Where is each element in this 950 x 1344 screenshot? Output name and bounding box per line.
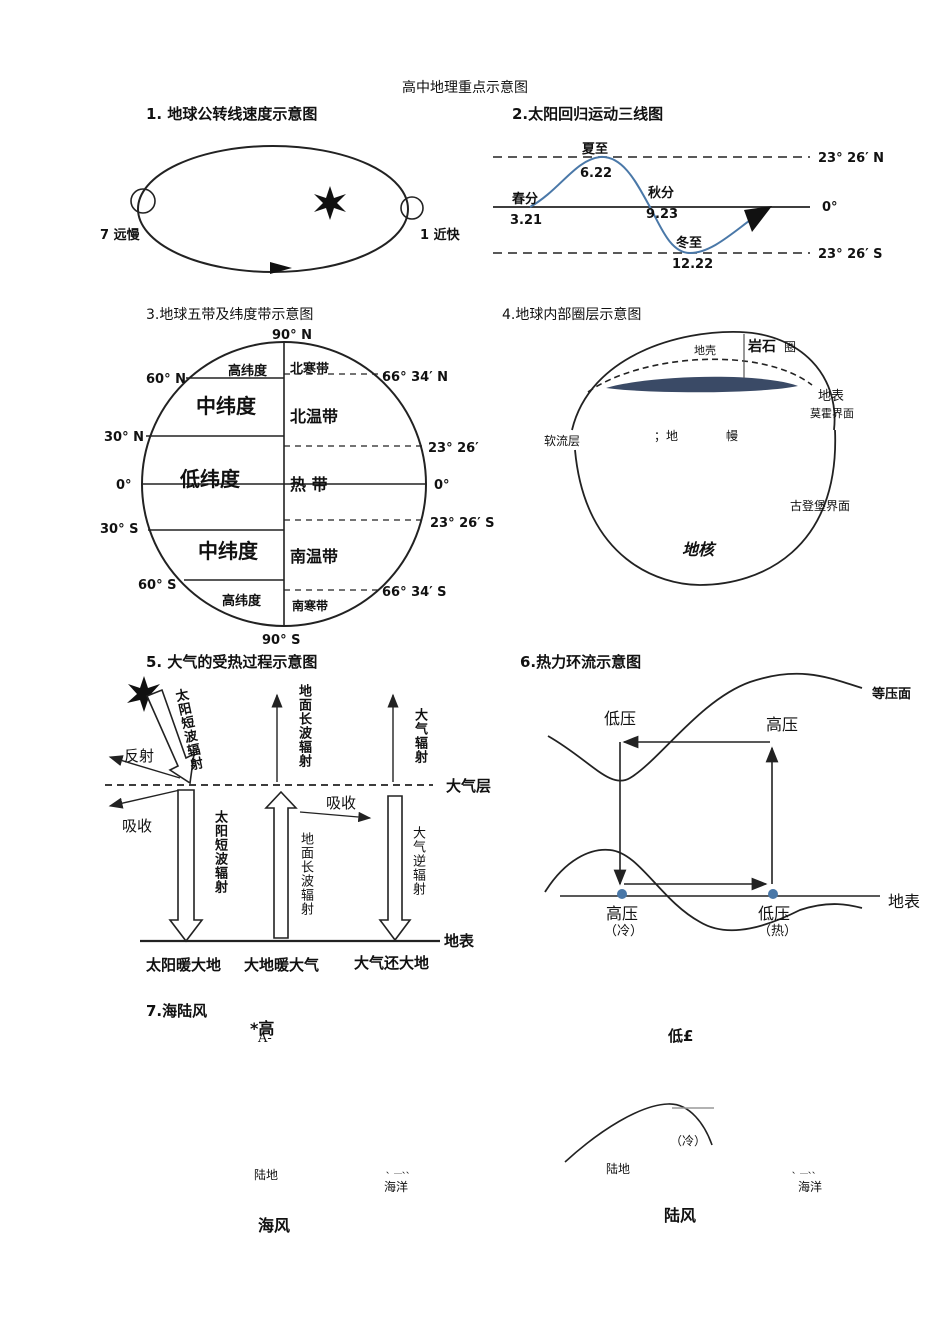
heating-diagram: [105, 676, 440, 943]
hot-label: （热）: [758, 924, 798, 939]
land-label-2: 陆地: [606, 1162, 631, 1176]
d2-heading: 2.太阳回归运动三线图: [512, 105, 664, 123]
tropic-s-label: 23° 26′ S: [818, 247, 883, 262]
reflect-label: 反射: [124, 747, 155, 765]
equator-label: 0°: [822, 200, 838, 215]
high-lat-n: 高纬度: [228, 364, 268, 379]
circulation-diagram: [544, 672, 880, 932]
spring-label: 春分: [512, 192, 539, 207]
lithosphere-label: 岩石: [748, 339, 776, 355]
mid-lat-n: 中纬度: [196, 394, 256, 418]
lat-0-right: 0°: [434, 478, 450, 493]
isobar-label: 等压面: [872, 687, 912, 702]
breeze-high-label: *高: [250, 1019, 275, 1038]
page-title: 高中地理重点示意图: [402, 80, 528, 96]
lat-0-left: 0°: [116, 478, 132, 493]
high-lat-s: 高纬度: [222, 594, 262, 609]
d3-heading: 3.地球五带及纬度带示意图: [146, 307, 314, 323]
orbit-arrow: [270, 262, 292, 274]
sea-label-1: 海洋: [384, 1180, 409, 1194]
lat-30s: 30° S: [100, 522, 139, 537]
autumn-label: 秋分: [648, 186, 675, 201]
arctic-circle: 66° 34′ N: [382, 370, 449, 385]
summer-label: 夏至: [582, 142, 609, 157]
lithosphere-label-2: 圈: [784, 340, 797, 354]
land-label-1: 陆地: [254, 1168, 279, 1182]
high-pressure-top: 高压: [766, 715, 799, 734]
south-temperate-zone: 南温带: [290, 547, 339, 566]
caption-sun-warms-ground: 太阳暖大地: [146, 956, 222, 974]
s-pole: 90° S: [262, 633, 301, 648]
sea-breeze-label: 海风: [258, 1216, 291, 1235]
tropic-capricorn: 23° 26′ S: [430, 516, 495, 531]
low-pressure-bottom: 低压: [758, 904, 791, 923]
n-pole: 90° N: [272, 328, 312, 343]
surface-label: 地表: [818, 389, 845, 404]
land-breeze-label: 陆风: [664, 1206, 697, 1225]
lat-60n: 60° N: [146, 372, 186, 387]
ground-longwave-label: 地面长波辐射: [298, 832, 313, 916]
tropic-cancer: 23° 26′: [428, 441, 479, 456]
mid-lat-s: 中纬度: [198, 539, 258, 563]
interior-diagram: [571, 331, 836, 586]
far-label: 7 远慢: [100, 228, 140, 243]
torrid-zone: 热 带: [290, 475, 328, 494]
summer-date: 6.22: [580, 166, 613, 181]
south-frigid-zone: 南寒带: [292, 599, 329, 613]
zones-diagram: [141, 341, 427, 627]
autumn-date: 9.23: [646, 207, 679, 222]
d4-heading: 4.地球内部圈层示意图: [502, 307, 642, 323]
caption-ground-warms-air: 大地暖大气: [244, 956, 320, 974]
antarctic-circle: 66° 34′ S: [382, 585, 447, 600]
solar-migration-diagram: [493, 155, 810, 255]
winter-date: 12.22: [672, 257, 714, 272]
ground-longwave-label-top: 地面长波辐射: [296, 684, 311, 768]
low-pressure-top: 低压: [604, 709, 637, 728]
absorb-label-1: 吸收: [122, 817, 153, 835]
near-label: 1 近快: [420, 228, 460, 243]
lat-60s: 60° S: [138, 578, 177, 593]
atmospheric-radiation-label: 大气辐射: [412, 708, 427, 764]
mantle-label-1: ；地: [654, 429, 679, 443]
sun-icon: [314, 186, 346, 220]
d6-heading: 6.热力环流示意图: [520, 653, 642, 671]
breeze-diagram: [564, 1103, 714, 1163]
gutenberg-label: 古登堡界面: [790, 499, 851, 513]
high-pressure-bottom: 高压: [606, 904, 639, 923]
breeze-mark-label: A-: [258, 1031, 272, 1046]
lat-30n: 30° N: [104, 430, 144, 445]
tropic-n-label: 23° 26′ N: [818, 151, 885, 166]
north-temperate-zone: 北温带: [290, 407, 339, 426]
solar-radiation-label-2: 太阳短波辐射: [212, 810, 227, 894]
d7-heading: 7.海陆风: [146, 1002, 208, 1020]
d5-heading: 5. 大气的受热过程示意图: [146, 653, 318, 671]
cold-label: （冷）: [604, 924, 644, 939]
breeze-low-label: 低£: [668, 1027, 694, 1045]
dots-1: 、＿、、: [386, 1166, 414, 1175]
dots-2: 、＿、、: [792, 1166, 820, 1175]
caption-air-returns-ground: 大气还大地: [354, 954, 430, 972]
crust-label: 地壳: [694, 344, 716, 357]
moho-label: 莫霍界面: [810, 407, 854, 420]
heating-surface-label: 地表: [444, 932, 475, 950]
mantle-label-2: 幔: [726, 429, 739, 443]
winter-label: 冬至: [676, 236, 703, 251]
circulation-surface-label: 地表: [888, 892, 921, 911]
breeze-cold-label: （冷）: [670, 1134, 707, 1148]
core-label: 地核: [682, 540, 715, 559]
spring-date: 3.21: [510, 213, 543, 228]
d1-heading: 1. 地球公转线速度示意图: [146, 105, 318, 123]
counter-radiation-label: 大气逆辐射: [410, 826, 425, 896]
orbit-diagram: [130, 145, 424, 274]
sea-label-2: 海洋: [798, 1180, 823, 1194]
atmosphere-layer-label: 大气层: [446, 777, 492, 795]
low-lat: 低纬度: [180, 467, 240, 491]
absorb-label-2: 吸收: [326, 794, 357, 812]
asthenosphere-label: 软流层: [544, 434, 581, 448]
north-frigid-zone: 北寒带: [290, 362, 330, 377]
